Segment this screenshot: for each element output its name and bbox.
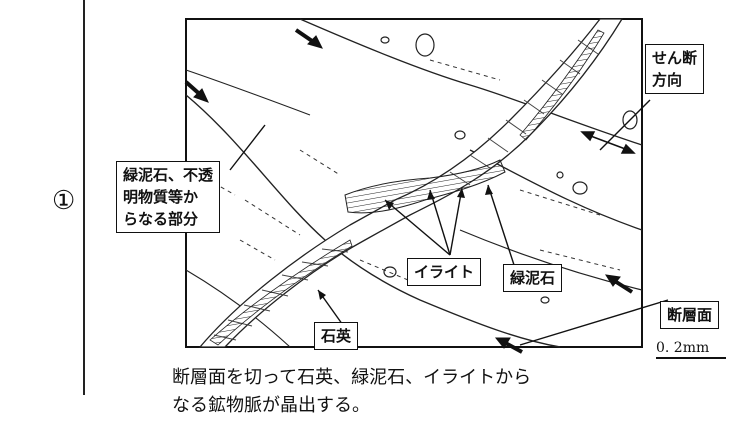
- foliation-line-top: [299, 18, 643, 146]
- fault-line-lower-left: [185, 269, 291, 348]
- label-quartz: 石英: [314, 322, 359, 350]
- label-illite: イライト: [407, 258, 482, 286]
- foliation-line-upper-left: [185, 69, 311, 116]
- label-shear-direction: せん断 方向: [645, 44, 705, 94]
- label-fault-plane: 断層面: [660, 301, 720, 329]
- leader-arrowheads: [318, 185, 493, 300]
- chlorite-rim-lower: [209, 239, 353, 346]
- illite-chlorite-zone: [344, 159, 506, 214]
- shear-arrows: [184, 28, 634, 354]
- foliation-line-upper: [185, 94, 561, 348]
- dashed-traces: [199, 59, 621, 286]
- quartz-vein: [198, 18, 624, 348]
- scale-label: 0. 2mm: [656, 340, 710, 356]
- figure-caption: 断層面を切って石英、緑泥石、イライトから なる鉱物脈が晶出する。: [172, 367, 532, 416]
- label-chlorite-opaque: 緑泥石、不透 明物質等か らなる部分: [116, 161, 221, 233]
- row-number: ①: [52, 186, 76, 216]
- label-chlorite: 緑泥石: [503, 264, 563, 292]
- left-divider: [83, 0, 85, 395]
- chlorite-rim-upper: [519, 29, 605, 141]
- leader-lines: [229, 99, 669, 346]
